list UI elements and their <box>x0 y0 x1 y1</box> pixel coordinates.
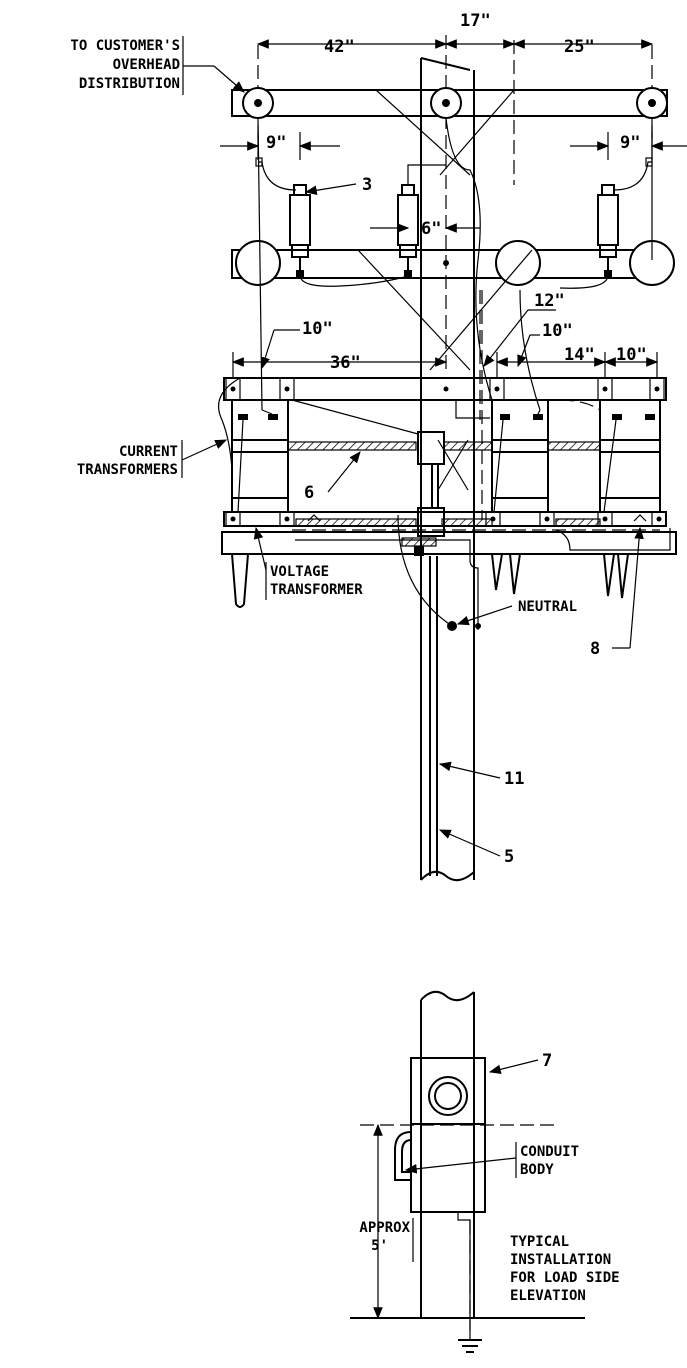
utility-pole <box>350 57 585 1319</box>
callout-5: 5 <box>504 847 514 867</box>
dim-10-right: 10" <box>616 345 647 365</box>
transformer-frames <box>218 377 661 527</box>
label-approx-1: APPROX <box>359 1220 410 1236</box>
second-crossarm <box>231 240 675 371</box>
dim-6: 6" <box>421 219 441 239</box>
dimension-labels: 42" 17" 25" 9" 9" 6" 12" 10" 10" 36" 14"… <box>266 11 647 373</box>
label-customer-2: OVERHEAD <box>113 57 180 73</box>
dimension-lines <box>220 39 687 1320</box>
dim-9-right: 9" <box>620 133 640 153</box>
callout-7: 7 <box>542 1051 552 1071</box>
dim-10-left: 10" <box>302 319 333 339</box>
label-customer-1: TO CUSTOMER'S <box>70 38 180 54</box>
label-typical-4: ELEVATION <box>510 1288 586 1304</box>
dim-14: 14" <box>564 345 595 365</box>
dim-36: 36" <box>330 353 361 373</box>
callout-leaders <box>181 36 644 1262</box>
callout-numbers: 3 6 8 11 5 7 <box>304 175 600 1071</box>
label-voltage-2: TRANSFORMER <box>270 582 363 598</box>
dim-10-mid: 10" <box>542 321 573 341</box>
dim-25: 25" <box>564 37 595 57</box>
label-approx-2: 5' <box>371 1238 388 1254</box>
top-crossarm <box>231 87 668 176</box>
arrester-middle <box>397 184 419 277</box>
label-neutral: NEUTRAL <box>518 599 577 615</box>
label-typical-2: INSTALLATION <box>510 1252 611 1268</box>
callout-11: 11 <box>504 769 524 789</box>
label-conduit-1: CONDUIT <box>520 1144 579 1160</box>
meter-socket-assembly <box>394 1057 486 1353</box>
arrester-left <box>289 184 311 277</box>
annotation-labels: TO CUSTOMER'S OVERHEAD DISTRIBUTION CURR… <box>70 38 619 1304</box>
centerlines <box>257 35 653 1126</box>
platform-lower-arm <box>221 511 677 630</box>
line-conductors <box>257 117 653 420</box>
dim-17: 17" <box>460 11 491 31</box>
dim-9-left: 9" <box>266 133 286 153</box>
dim-12: 12" <box>534 291 565 311</box>
label-current-1: CURRENT <box>119 444 178 460</box>
label-current-2: TRANSFORMERS <box>77 462 178 478</box>
callout-8: 8 <box>590 639 600 659</box>
center-junction-boxes <box>291 399 490 537</box>
dim-42: 42" <box>324 37 355 57</box>
platform-upper-arm <box>223 377 667 401</box>
callout-6: 6 <box>304 483 314 503</box>
conduit-riser <box>429 556 481 876</box>
label-voltage-1: VOLTAGE <box>270 564 329 580</box>
label-typical-3: FOR LOAD SIDE <box>510 1270 620 1286</box>
arresters <box>255 157 653 289</box>
callout-3: 3 <box>362 175 372 195</box>
arrester-right <box>597 184 619 277</box>
label-conduit-2: BODY <box>520 1162 554 1178</box>
label-customer-3: DISTRIBUTION <box>79 76 180 92</box>
label-typical-1: TYPICAL <box>510 1234 569 1250</box>
